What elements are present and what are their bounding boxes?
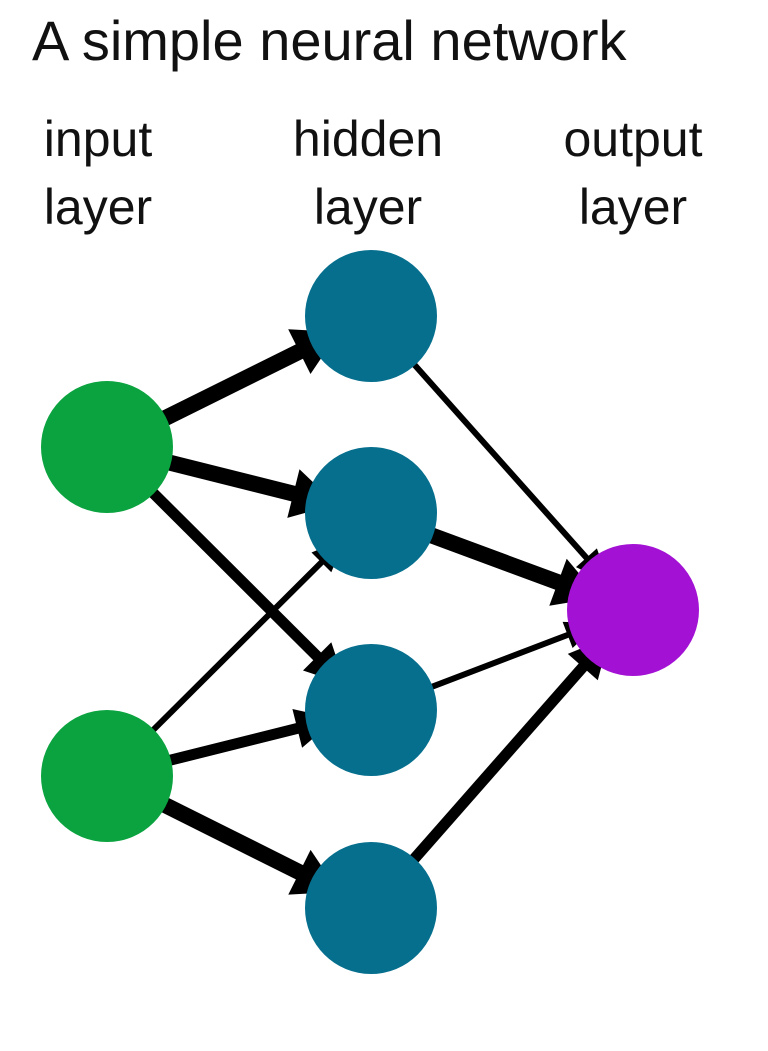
input-layer-label-line2: layer (44, 179, 152, 235)
input-neuron-i1 (41, 381, 173, 513)
connection-line (148, 558, 325, 735)
connection-line (158, 796, 305, 881)
hidden-neuron-h3 (305, 644, 437, 776)
diagram-title: A simple neural network (32, 9, 628, 72)
output-neuron-o1 (567, 544, 699, 676)
input-layer-label-line1: input (44, 111, 153, 167)
connection-line (165, 454, 298, 502)
neurons (41, 250, 699, 974)
hidden-neuron-h1 (305, 250, 437, 382)
hidden-neuron-h4 (305, 842, 437, 974)
connection-line (427, 631, 571, 691)
connection-line (410, 360, 590, 562)
hidden-layer-label-line1: hidden (293, 111, 443, 167)
connection-line (407, 661, 589, 866)
hidden-neuron-h2 (305, 447, 437, 579)
output-layer-label-line2: layer (579, 179, 687, 235)
connection-line (426, 527, 563, 591)
output-layer-label-line1: output (563, 111, 702, 167)
connection-arrow-h4-o1 (407, 637, 610, 866)
input-neuron-i2 (41, 710, 173, 842)
hidden-layer-label-line2: layer (314, 179, 422, 235)
connection-line (165, 722, 301, 767)
connection-line (147, 486, 323, 662)
connections (147, 329, 610, 895)
connection-line (158, 343, 305, 427)
connection-arrow-h1-o1 (410, 360, 609, 584)
